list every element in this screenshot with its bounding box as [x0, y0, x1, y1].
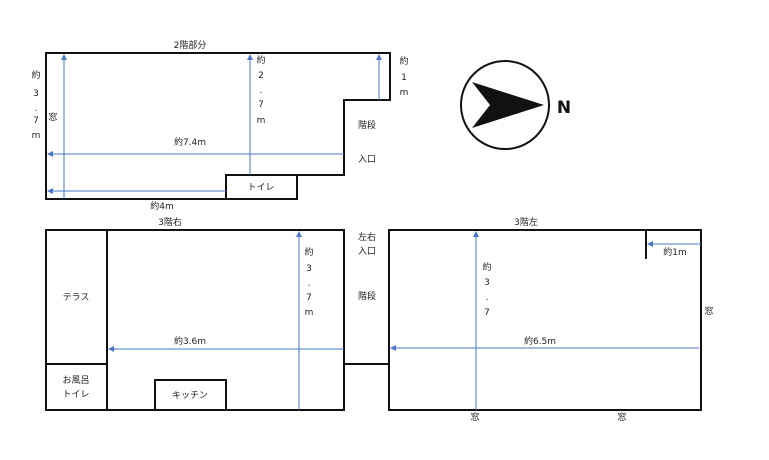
floor3-terrace-label: テラス [63, 292, 90, 303]
north-arrow-icon [472, 82, 544, 128]
svg-text:m: m [32, 131, 41, 141]
compass-label: N [557, 98, 571, 118]
svg-text:約: 約 [304, 246, 313, 258]
svg-text:7: 7 [258, 100, 264, 110]
svg-text:m: m [400, 88, 409, 98]
svg-text:約: 約 [399, 55, 408, 67]
floor2-toilet [225, 174, 298, 200]
floor3-left-one-m-label: 約1m [663, 246, 687, 258]
floor3-kitchen-label: キッチン [172, 390, 208, 401]
floor2-entrance-label: 入口 [358, 154, 376, 165]
floor2-stairs-label: 階段 [358, 119, 376, 131]
floor3-kitchen [154, 379, 227, 411]
floor3-left-window-right: 窓 [704, 305, 713, 317]
floor3-left-window-bottom-1: 窓 [470, 411, 479, 423]
floor2-height-label: 約 3 . 7 m [31, 69, 40, 141]
floor3-bath-label-1: お風呂 [62, 375, 89, 386]
floor2-bottom-width-label: 約4m [150, 200, 174, 212]
floor2-width-label: 約7.4m [174, 136, 206, 148]
compass-circle [460, 60, 550, 150]
svg-text:.: . [260, 86, 263, 96]
compass: N [460, 60, 571, 150]
floor2-toilet-label: トイレ [247, 183, 274, 193]
svg-text:約: 約 [31, 69, 40, 81]
floor2-right-height-label: 約 1 m [399, 55, 408, 98]
svg-text:m: m [305, 308, 314, 318]
svg-text:3: 3 [33, 89, 39, 99]
svg-text:.: . [486, 293, 489, 303]
svg-text:1: 1 [401, 73, 407, 83]
floor3-right-height-label: 約 3 . 7 m [304, 246, 313, 318]
svg-text:3: 3 [306, 264, 312, 274]
svg-text:.: . [308, 279, 311, 289]
svg-text:7: 7 [33, 116, 39, 126]
floor3-stairs-label-2: 入口 [358, 246, 376, 257]
svg-text:7: 7 [306, 293, 312, 303]
svg-text:約: 約 [256, 54, 265, 66]
svg-text:3: 3 [484, 278, 490, 288]
floor3-left-window-bottom-2: 窓 [617, 411, 626, 423]
svg-text:2: 2 [258, 71, 264, 81]
floor2-inner-height-label: 約 2 . 7 m [256, 54, 265, 126]
svg-text:7: 7 [484, 308, 490, 318]
svg-text:m: m [257, 116, 266, 126]
floor3-right-title: 3階右 [158, 216, 182, 228]
floor2-title: 2階部分 [174, 39, 207, 51]
floor3-bath-label-2: トイレ [62, 390, 89, 400]
floor3-right-width-label: 約3.6m [174, 335, 206, 347]
svg-text:.: . [35, 104, 38, 114]
floor3-left-width-label: 約6.5m [524, 335, 556, 347]
floor3-bath [45, 363, 108, 411]
floor2-outline [45, 52, 391, 200]
floor3-stairs-label-1: 左右 [358, 231, 376, 243]
floor3-stairs-label-3: 階段 [358, 290, 376, 302]
floor2-window-label: 窓 [48, 111, 57, 123]
floor3-left-outline [388, 229, 702, 411]
floor3-left-title: 3階左 [514, 216, 538, 228]
floor3-left-height-label: 約 3 . 7 [482, 261, 491, 318]
svg-text:約: 約 [482, 261, 491, 273]
